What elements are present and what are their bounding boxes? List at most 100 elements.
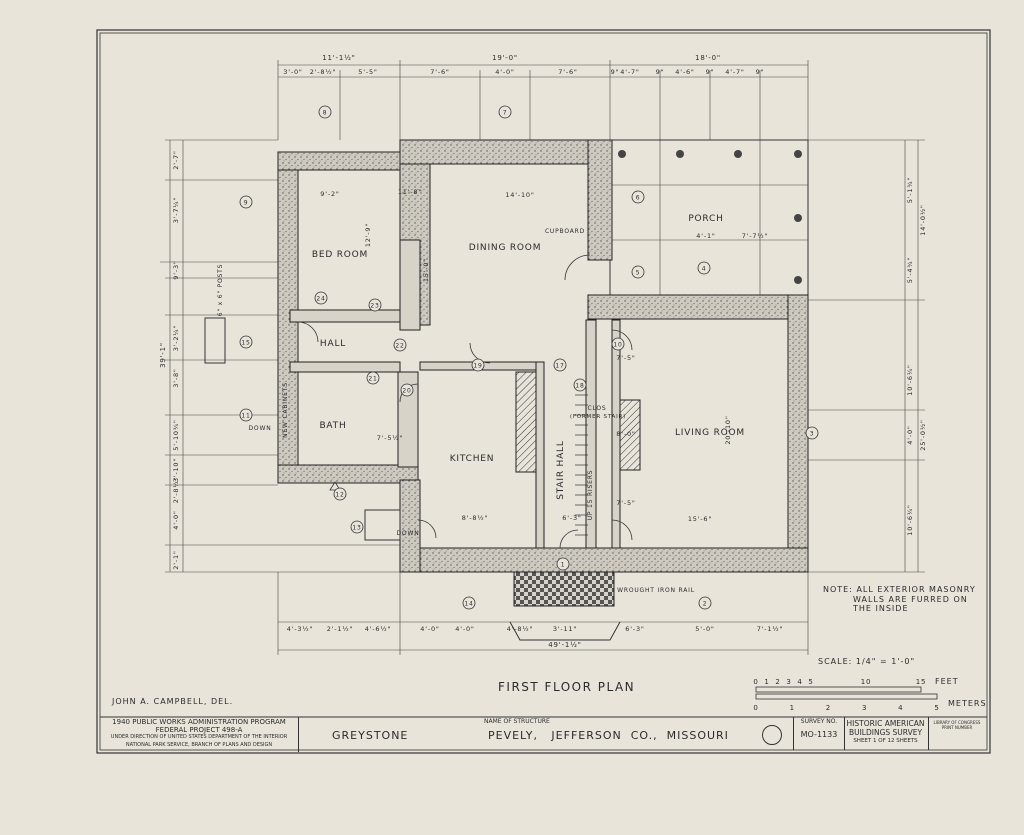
marker-circle — [462, 596, 476, 610]
dimension-left: 3'-2¼" — [172, 325, 180, 352]
dimension-interior: 4'-1" — [696, 232, 715, 240]
scale-feet-tick: 1 — [764, 678, 769, 686]
marker-number: 4 — [702, 266, 707, 273]
scale-meter-unit: METERS — [948, 699, 987, 708]
scale-meter-tick: 5 — [934, 704, 939, 712]
note-line-2: WALLS ARE FURRED ON — [853, 595, 968, 604]
marker-circle — [350, 520, 364, 534]
dimension-interior: 8'-8½" — [462, 514, 489, 522]
marker-number: 7 — [503, 110, 508, 117]
habs-box: HISTORIC AMERICAN BUILDINGS SURVEY SHEET… — [843, 717, 929, 750]
marker-number: 21 — [368, 376, 377, 383]
room-label-porch: PORCH — [688, 214, 723, 224]
location: PEVELY, JEFFERSON CO., MISSOURI — [488, 729, 729, 742]
annotation-up-risers: UP 15 RISERS — [587, 470, 594, 521]
dimension-interior: 12'-9" — [364, 223, 372, 247]
dimension-top-detail: 2'-8½" — [310, 68, 337, 76]
dimension-bottom-detail: 4'-0" — [420, 625, 439, 633]
dimension-bottom-detail: 6'-3" — [625, 625, 644, 633]
marker-number: 13 — [352, 525, 361, 532]
dimension-top-overall: 11'-1½" — [322, 54, 355, 62]
marker-number: 17 — [555, 363, 564, 370]
dimension-right: 4'-0" — [906, 425, 914, 444]
program-box: 1940 PUBLIC WORKS ADMINISTRATION PROGRAM… — [100, 717, 299, 752]
survey-number: MO-1133 — [800, 730, 838, 739]
marker-number: 9 — [244, 200, 249, 207]
marker-circle — [333, 487, 347, 501]
marker-circle — [611, 337, 625, 351]
library-note: LIBRARY OF CONGRESS PRINT NUMBER — [933, 720, 981, 730]
masonry-walls — [277, 139, 809, 573]
annotation-closet: CLOS — [587, 405, 606, 412]
dimension-top-detail: 9" — [706, 68, 715, 76]
dimension-interior: 6'-3" — [562, 514, 581, 522]
marker-number: 14 — [464, 601, 473, 608]
program-line-2: FEDERAL PROJECT 498-A — [155, 725, 243, 734]
marker-circle — [805, 426, 819, 440]
marker-number: 18 — [575, 383, 584, 390]
seal — [762, 725, 782, 745]
annotation-down-rear: DOWN — [397, 530, 420, 537]
marker-circle — [393, 338, 407, 352]
dimension-top-detail: 4'-0" — [495, 68, 514, 76]
interior-walls — [289, 239, 621, 549]
scale-meter-tick: 3 — [862, 704, 867, 712]
structure-name: GREYSTONE — [332, 729, 409, 742]
title-block: 1940 PUBLIC WORKS ADMINISTRATION PROGRAM… — [100, 717, 987, 752]
dimension-bottom-detail: 2'-1½" — [327, 625, 354, 633]
dimension-top-detail: 5'-5" — [358, 68, 377, 76]
dimension-right: 14'-0½" — [919, 204, 927, 235]
marker-circle — [318, 105, 332, 119]
marker-circle — [368, 298, 382, 312]
dimension-bottom-overall: 49'-1½" — [548, 641, 581, 649]
sheet-info: SHEET 1 OF 12 SHEETS — [853, 738, 918, 744]
scale-meter-tick: 4 — [898, 704, 903, 712]
scale-meter-tick: 1 — [790, 704, 795, 712]
note-line-3: THE INSIDE — [853, 604, 909, 613]
marker-circle — [400, 383, 414, 397]
marker-circle — [698, 596, 712, 610]
dimension-bottom-detail: 5'-0" — [695, 625, 714, 633]
delineator: JOHN A. CAMPBELL, DEL. — [112, 697, 234, 706]
dimension-top-overall: 19'-0" — [492, 54, 518, 62]
annotation-posts: 6" x 6" POSTS — [217, 264, 224, 316]
marker-number: 24 — [316, 296, 325, 303]
room-label-hall: HALL — [320, 339, 346, 349]
scale-label: SCALE: 1/4" = 1'-0" — [818, 657, 916, 666]
side-entry-step — [204, 317, 226, 364]
dimension-interior: 15'-6" — [688, 515, 712, 523]
scale-feet-tick: 2 — [775, 678, 780, 686]
dimension-left: 4'-0" — [172, 510, 180, 529]
dimension-top-detail: 4'-7" — [620, 68, 639, 76]
marker-circle — [631, 190, 645, 204]
dimension-top-detail: 4'-7" — [725, 68, 744, 76]
dimension-top-detail: 9" — [756, 68, 765, 76]
survey-caption: SURVEY NO. — [800, 718, 838, 725]
marker-number: 20 — [402, 388, 411, 395]
scale-feet-tick: 3 — [786, 678, 791, 686]
marker-circle — [239, 408, 253, 422]
marker-number: 15 — [241, 340, 250, 347]
scale-meter-tick: 2 — [826, 704, 831, 712]
marker-circle — [239, 195, 253, 209]
room-label-bed-room: BED ROOM — [312, 250, 368, 260]
dimension-right: 10'-6¼" — [906, 364, 914, 395]
marker-number: 19 — [473, 363, 482, 370]
program-line-4: NATIONAL PARK SERVICE, BRANCH OF PLANS A… — [125, 741, 273, 748]
front-steps — [513, 571, 615, 607]
dimension-left: 5'-10¾" — [172, 419, 180, 450]
marker-circle — [631, 265, 645, 279]
marker-circle — [314, 291, 328, 305]
dimension-interior: 7'-5" — [616, 354, 635, 362]
marker-number: 8 — [323, 110, 328, 117]
scale-feet-tick: 4 — [797, 678, 802, 686]
room-label-bath: BATH — [319, 421, 346, 431]
scale-feet-tick: 5 — [808, 678, 813, 686]
scale-feet-tick: 15 — [916, 678, 927, 686]
dimension-left: 2'-7" — [172, 150, 180, 169]
door-swings — [297, 254, 633, 549]
dimension-bottom-detail: 4'-8½" — [507, 625, 534, 633]
marker-number: 10 — [613, 342, 622, 349]
porch-posts — [618, 150, 802, 284]
